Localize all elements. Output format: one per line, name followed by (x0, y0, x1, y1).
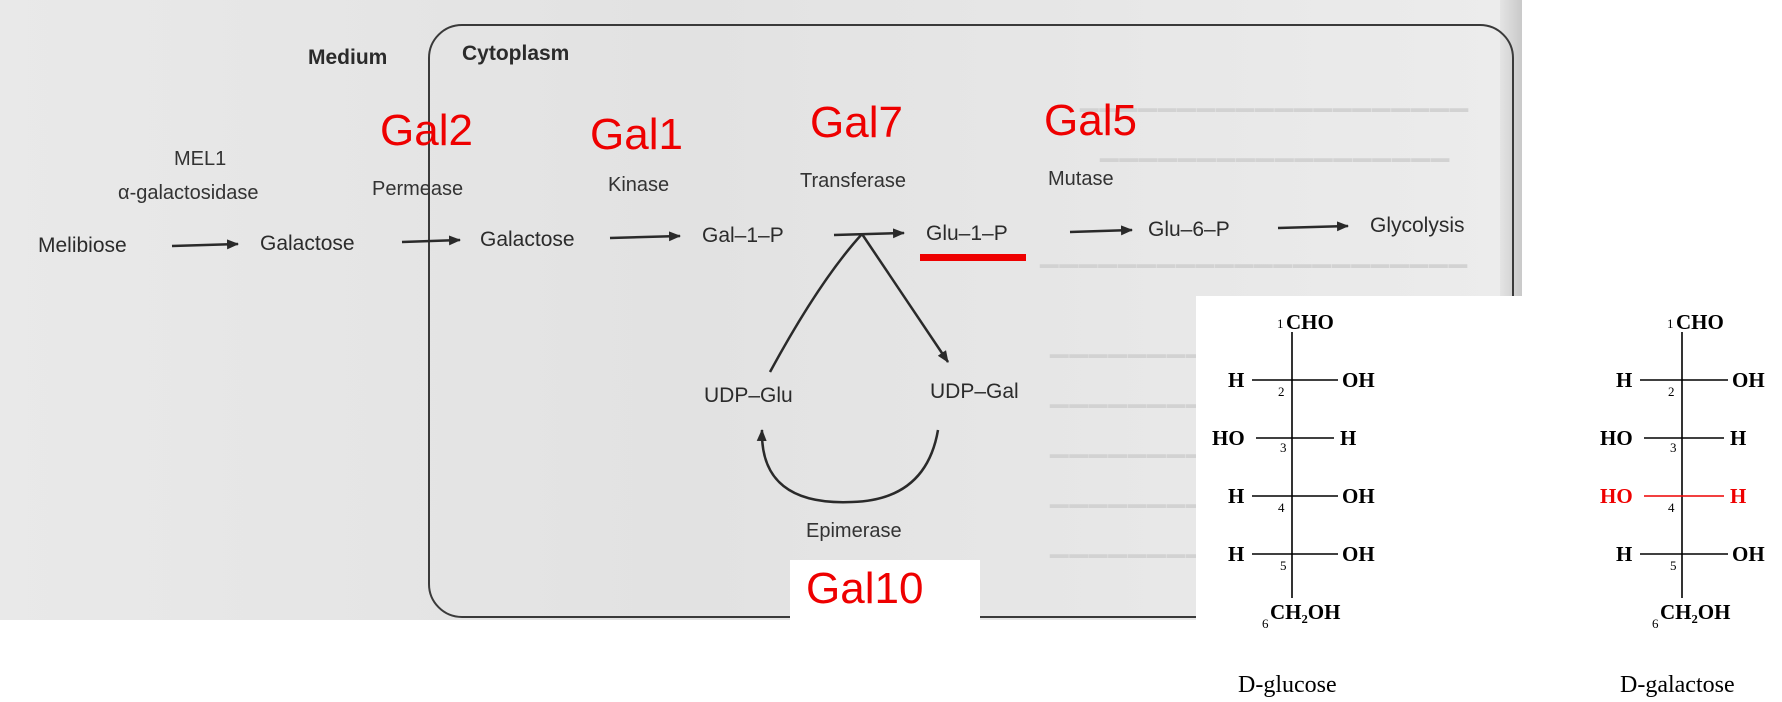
mutase-arrow (1069, 225, 1133, 236)
substituent-right: OH (1732, 368, 1765, 392)
kinase-label: Kinase (608, 174, 670, 196)
bleed-through-line: ▁▁▁▁▁▁▁▁▁▁▁▁▁▁▁▁▁▁▁▁ (1080, 86, 1470, 112)
d-glucose-caption: D-glucose (1238, 672, 1337, 698)
transferase-arrow (833, 228, 905, 239)
gal10-gene-label: Gal10 (806, 564, 924, 613)
transferase-to-udp-gal-arrow (860, 233, 950, 363)
udp-glu-to-transferase-line (768, 233, 863, 373)
substituent-left-highlighted: HO (1600, 484, 1633, 508)
aldehyde-group: CHO (1676, 310, 1724, 334)
substituent-right: H (1340, 426, 1357, 450)
carbon-index: 5 (1280, 558, 1287, 573)
carbon-index: 4 (1668, 500, 1675, 515)
carbon-index: 1 (1277, 316, 1284, 331)
substituent-left: H (1228, 484, 1245, 508)
scan-shadow-edge (1500, 0, 1522, 300)
epimerase-label: Epimerase (806, 520, 902, 542)
glu-1-p-label: Glu–1–P (926, 222, 1008, 245)
udp-gal-label: UDP–Gal (930, 380, 1019, 403)
carbon-index: 2 (1668, 384, 1675, 399)
medium-label: Medium (308, 46, 388, 69)
hydroxymethyl-group: CH₂OH (1660, 600, 1731, 624)
melibiose-to-galactose-arrow (171, 239, 239, 250)
carbon-index: 5 (1670, 558, 1677, 573)
mel1-label: MEL1 (174, 148, 227, 170)
carbon-index: 4 (1278, 500, 1285, 515)
substituent-left: HO (1212, 426, 1245, 450)
substituent-right: OH (1342, 542, 1375, 566)
gal1-gene-label: Gal1 (590, 110, 683, 159)
carbon-index: 6 (1262, 616, 1269, 631)
structures-panel (1196, 296, 1782, 702)
alpha-galactosidase-label: α-galactosidase (118, 182, 259, 204)
substituent-left: HO (1600, 426, 1633, 450)
gal2-gene-label: Gal2 (380, 106, 473, 155)
bleed-through-line: ▁▁▁▁▁▁▁▁▁▁▁▁▁▁▁▁▁▁▁▁▁▁ (1040, 242, 1469, 268)
bleed-through-line: ▁▁▁▁▁▁▁▁▁▁▁▁▁▁▁▁▁▁ (1100, 136, 1451, 162)
gal-1-p-label: Gal–1–P (702, 224, 784, 247)
substituent-right: OH (1342, 368, 1375, 392)
carbon-index: 6 (1652, 616, 1659, 631)
permease-label: Permease (372, 178, 464, 200)
hydroxymethyl-group: CH₂OH (1270, 600, 1341, 624)
melibiose-label: Melibiose (38, 234, 127, 257)
substituent-left: H (1616, 368, 1633, 392)
d-galactose-caption: D-galactose (1620, 672, 1735, 698)
permease-arrow (401, 235, 461, 246)
galactose-cytoplasm-label: Galactose (480, 228, 575, 251)
substituent-left: H (1228, 368, 1245, 392)
gal7-gene-label: Gal7 (810, 98, 903, 147)
udp-glu-label: UDP–Glu (704, 384, 793, 407)
substituent-left: H (1616, 542, 1633, 566)
galactose-medium-label: Galactose (260, 232, 355, 255)
substituent-right: OH (1342, 484, 1375, 508)
kinase-arrow (609, 231, 681, 242)
aldehyde-group: CHO (1286, 310, 1334, 334)
glu-1-p-underline (920, 254, 1026, 261)
carbon-index: 3 (1670, 440, 1677, 455)
carbon-index: 1 (1667, 316, 1674, 331)
glu-6-p-label: Glu–6–P (1148, 218, 1230, 241)
mutase-label: Mutase (1048, 168, 1114, 190)
gal5-gene-label: Gal5 (1044, 96, 1137, 145)
cytoplasm-label: Cytoplasm (462, 42, 570, 65)
gal10-label-backing (790, 560, 980, 630)
substituent-right: H (1730, 426, 1747, 450)
carbon-index: 3 (1280, 440, 1287, 455)
glycolysis-label: Glycolysis (1370, 214, 1465, 237)
substituent-right: OH (1732, 542, 1765, 566)
substituent-left: H (1228, 542, 1245, 566)
carbon-index: 2 (1278, 384, 1285, 399)
to-glycolysis-arrow (1277, 221, 1349, 232)
epimerase-arrow (756, 429, 940, 504)
transferase-label: Transferase (800, 170, 906, 192)
substituent-right-highlighted: H (1730, 484, 1747, 508)
